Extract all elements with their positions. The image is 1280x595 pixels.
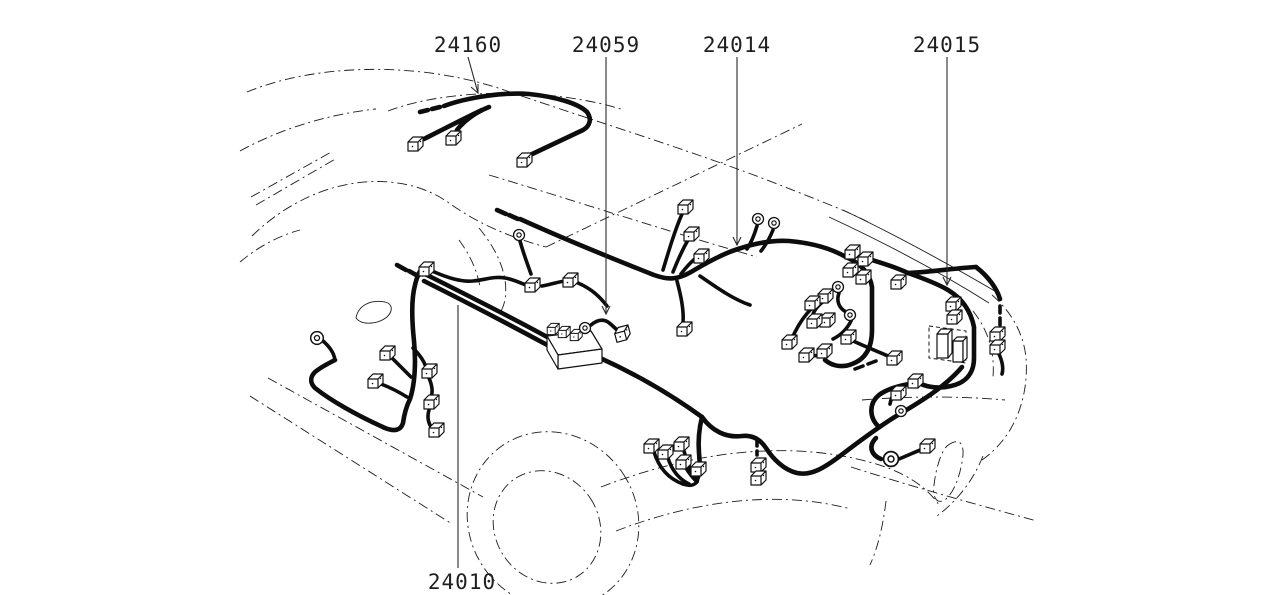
- sub-harness-24059: [589, 318, 620, 333]
- connector-icon: [657, 444, 674, 460]
- connector-icon: [989, 339, 1006, 355]
- grommet-icon: [882, 450, 900, 468]
- connector-icon: [907, 373, 924, 389]
- connector-icon: [890, 385, 907, 401]
- relay-bracket: [928, 325, 968, 364]
- connector-icon: [421, 363, 438, 379]
- connector-icon: [693, 248, 710, 264]
- connector-icon: [428, 422, 445, 438]
- grommet-icon: [767, 216, 781, 230]
- part-number-label: 24014: [703, 33, 771, 57]
- connector-icon: [546, 322, 560, 336]
- grommet-icon: [843, 308, 857, 322]
- connector-icon: [557, 325, 571, 339]
- leader-arrowhead: [942, 276, 952, 287]
- body-harness-main-run: [430, 207, 849, 325]
- part-number-label: 24010: [428, 570, 496, 594]
- leader-line: [467, 56, 479, 94]
- grommet-icon: [512, 228, 526, 242]
- grommet-icon: [894, 404, 908, 418]
- connector-icon: [524, 277, 541, 293]
- ring-terminal-icon: [309, 330, 325, 346]
- connector-icon: [886, 350, 903, 366]
- grommet-icon: [831, 280, 845, 294]
- connector-icon: [423, 394, 440, 410]
- connector-icon: [750, 470, 767, 486]
- connector-icon: [989, 326, 1006, 342]
- connector-icon: [946, 309, 963, 325]
- connector-icon: [690, 461, 707, 477]
- connector-icon: [516, 152, 533, 168]
- connector-icon: [407, 136, 424, 152]
- connector-icon: [919, 438, 936, 454]
- connector-icon: [676, 321, 693, 337]
- connector-icon: [643, 438, 660, 454]
- leader-arrowhead: [601, 305, 611, 316]
- floor-harness-double-run: [394, 262, 554, 350]
- connector-icon: [804, 295, 821, 311]
- part-number-label: 24059: [572, 33, 640, 57]
- connectors: [367, 130, 1006, 486]
- rear-harness: [597, 355, 965, 488]
- part-number-label: 24015: [913, 33, 981, 57]
- car-body-outline: [239, 68, 1038, 595]
- connector-icon: [806, 313, 823, 329]
- connector-icon: [367, 373, 384, 389]
- connector-icon: [562, 272, 579, 288]
- connector-icon: [840, 329, 857, 345]
- connector-icon: [945, 296, 962, 312]
- connector-icon: [675, 454, 692, 470]
- leader-arrowhead: [732, 236, 742, 247]
- connector-icon: [798, 347, 815, 363]
- connector-icon: [418, 261, 435, 277]
- grommet-icon: [751, 212, 765, 226]
- leader-arrowhead: [470, 84, 479, 95]
- connector-icon: [816, 343, 833, 359]
- part-labels: 24160 24059 24014 24015 24010: [428, 33, 981, 594]
- connector-icon: [781, 334, 798, 350]
- connector-icon: [855, 269, 872, 285]
- connector-icon: [857, 251, 874, 267]
- connector-icon: [750, 457, 767, 473]
- roof-harness: [417, 91, 593, 159]
- part-number-label: 24160: [434, 33, 502, 57]
- connector-icon: [445, 130, 462, 146]
- connector-icon: [683, 226, 700, 242]
- front-floor-harness-loop: [308, 267, 434, 433]
- connector-icon: [379, 345, 396, 361]
- connector-icon: [890, 274, 907, 290]
- connector-icon: [677, 199, 694, 215]
- grommet-icon: [578, 321, 592, 335]
- connector-icon: [673, 436, 690, 452]
